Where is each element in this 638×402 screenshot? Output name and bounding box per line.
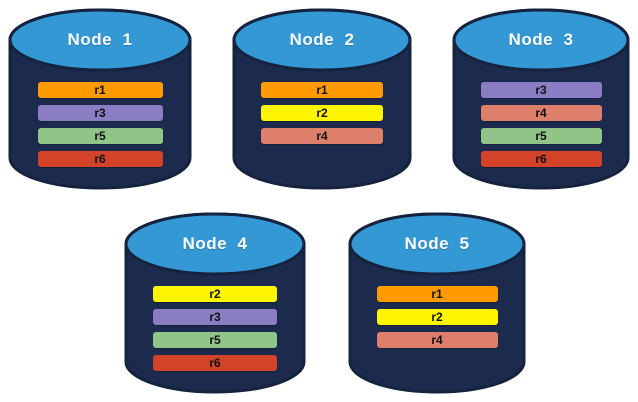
replica-bar-r3[interactable]: r3 — [480, 82, 602, 98]
node-title-1: Node 1 — [67, 30, 133, 49]
replica-label: r3 — [209, 310, 221, 324]
node-title-4: Node 4 — [182, 234, 248, 253]
replica-label: r4 — [431, 333, 443, 347]
replica-bar-r3[interactable]: r3 — [153, 309, 277, 325]
replica-bar-r6[interactable]: r6 — [37, 151, 163, 167]
cylinder-top-disc — [124, 212, 306, 276]
replica-label: r2 — [209, 287, 221, 301]
replica-bar-r2[interactable]: r2 — [261, 105, 383, 121]
replica-bar-r5[interactable]: r5 — [37, 128, 163, 144]
replica-label: r5 — [209, 333, 221, 347]
replica-bar-r4[interactable]: r4 — [480, 105, 602, 121]
replica-bar-r6[interactable]: r6 — [153, 355, 277, 371]
replica-bar-r1[interactable]: r1 — [261, 82, 383, 98]
node-title-5: Node 5 — [404, 234, 470, 253]
replica-bar-r6[interactable]: r6 — [480, 151, 602, 167]
node-cylinder-5[interactable]: Node 5 r1 r2 r4 — [348, 212, 526, 394]
replica-label: r6 — [535, 152, 547, 166]
replica-label: r6 — [94, 152, 106, 166]
cylinder-top-disc — [452, 8, 630, 72]
node-cylinder-3[interactable]: Node 3 r3 r4 r5 r6 — [452, 8, 630, 190]
replica-bar-r5[interactable]: r5 — [480, 128, 602, 144]
cylinder-top-disc — [232, 8, 412, 72]
replica-label: r3 — [535, 83, 547, 97]
node-cylinder-1[interactable]: Node 1 r1 r3 r5 r6 — [8, 8, 192, 190]
replica-bar-r4[interactable]: r4 — [376, 332, 498, 348]
replica-label: r1 — [431, 287, 443, 301]
replica-bar-r5[interactable]: r5 — [153, 332, 277, 348]
replica-bar-r4[interactable]: r4 — [261, 128, 383, 144]
node-title-3: Node 3 — [508, 30, 574, 49]
replica-stack-5: r1 r2 r4 — [348, 286, 526, 348]
replica-label: r4 — [535, 106, 547, 120]
node-title-2: Node 2 — [289, 30, 355, 49]
replica-stack-3: r3 r4 r5 r6 — [452, 82, 630, 167]
replica-label: r3 — [94, 106, 106, 120]
replica-bar-r1[interactable]: r1 — [37, 82, 163, 98]
node-cylinder-4[interactable]: Node 4 r2 r3 r5 r6 — [124, 212, 306, 394]
replica-label: r5 — [94, 129, 106, 143]
replica-stack-2: r1 r2 r4 — [232, 82, 412, 144]
replica-bar-r2[interactable]: r2 — [376, 309, 498, 325]
cylinder-top-disc — [8, 8, 192, 72]
cylinder-top-disc — [348, 212, 526, 276]
replica-label: r1 — [316, 83, 328, 97]
replica-stack-4: r2 r3 r5 r6 — [124, 286, 306, 371]
replica-bar-r2[interactable]: r2 — [153, 286, 277, 302]
replica-bar-r1[interactable]: r1 — [376, 286, 498, 302]
replica-label: r6 — [209, 356, 221, 370]
node-cylinder-2[interactable]: Node 2 r1 r2 r4 — [232, 8, 412, 190]
replica-label: r2 — [316, 106, 328, 120]
replica-label: r5 — [535, 129, 547, 143]
replica-stack-1: r1 r3 r5 r6 — [8, 82, 192, 167]
replica-bar-r3[interactable]: r3 — [37, 105, 163, 121]
replica-label: r4 — [316, 129, 328, 143]
replica-label: r2 — [431, 310, 443, 324]
replica-label: r1 — [94, 83, 106, 97]
